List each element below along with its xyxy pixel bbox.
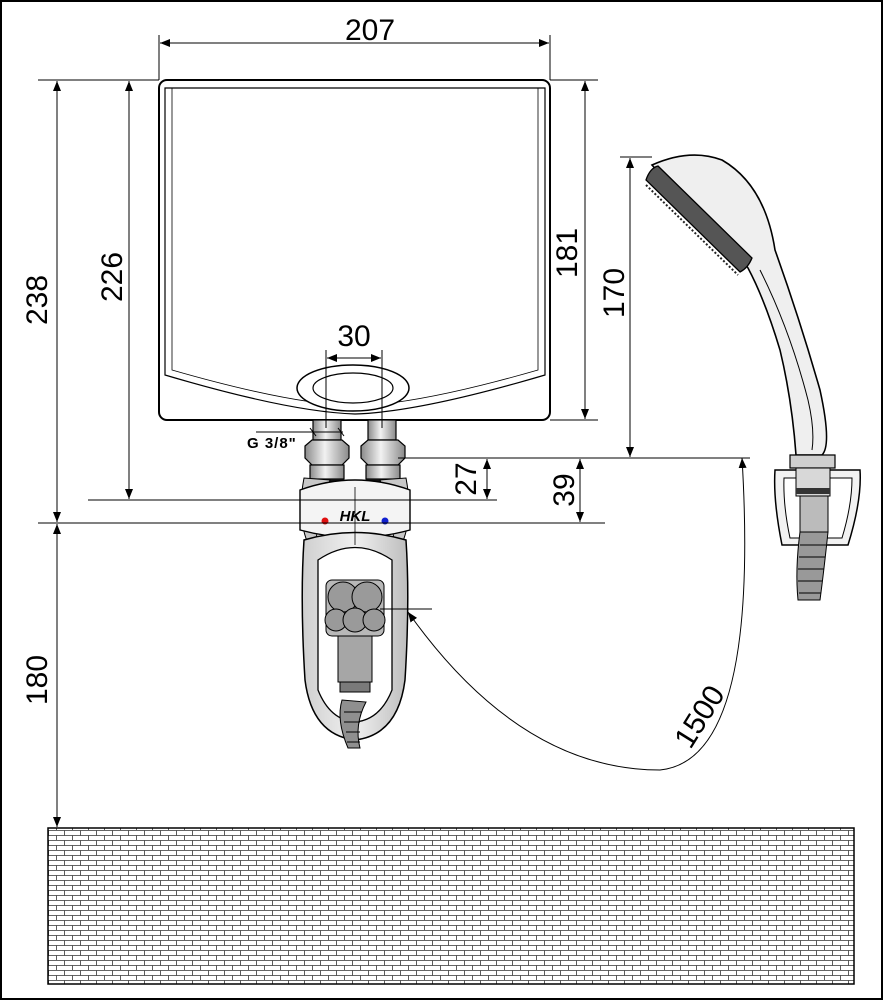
dim-180-label: 180 xyxy=(21,655,54,705)
dim-1500-label: 1500 xyxy=(668,680,731,754)
water-heater xyxy=(158,79,551,421)
mixer-tap: HKL xyxy=(299,477,411,749)
dim-181-label: 181 xyxy=(551,228,584,278)
brick-wall xyxy=(47,827,855,985)
dim-238-label: 238 xyxy=(21,275,54,325)
dimension-lines xyxy=(38,35,750,827)
dim-226-label: 226 xyxy=(96,252,129,302)
dim-170-label: 170 xyxy=(598,268,631,318)
dim-30-label: 30 xyxy=(337,320,370,353)
dim-207-label: 207 xyxy=(345,14,395,47)
thread-size-label: G 3/8" xyxy=(247,435,297,452)
dim-27-label: 27 xyxy=(450,462,483,495)
connectors xyxy=(304,419,406,483)
shower-head xyxy=(645,154,861,601)
dim-39-label: 39 xyxy=(548,473,581,506)
